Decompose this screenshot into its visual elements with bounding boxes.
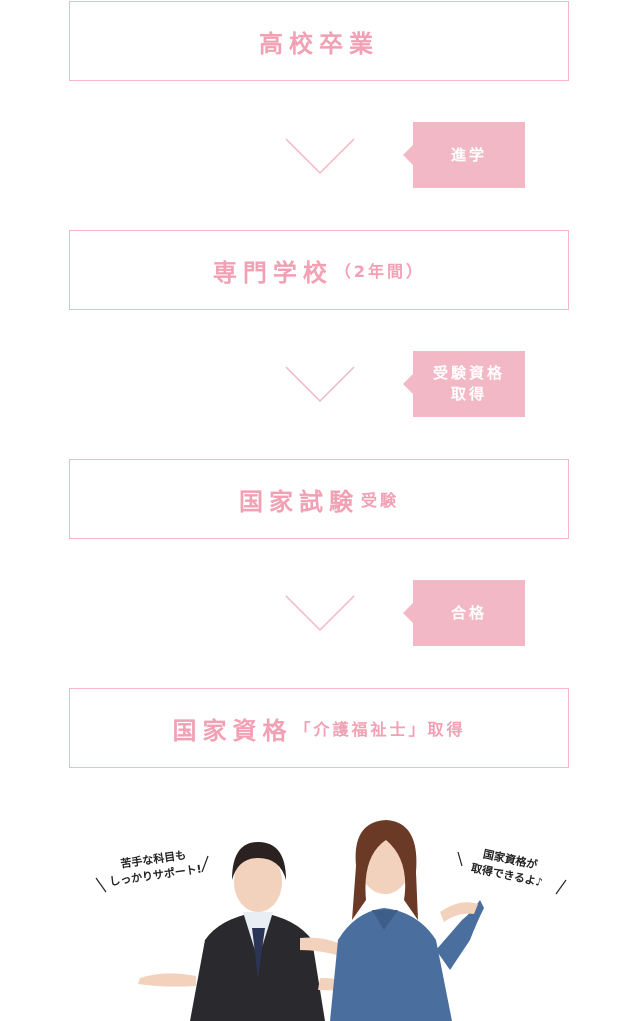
student-right-figure: [330, 820, 484, 1021]
step-title: 国家試験: [238, 487, 359, 516]
step-box-national-qualification: 国家資格 「介護福祉士」取得: [69, 688, 569, 768]
tag-label: 進学: [450, 145, 487, 164]
step-box-high-school: 高校卒業: [69, 1, 569, 81]
tag-label-line1: 受験資格: [432, 364, 505, 382]
tag-exam-qualification: 受験資格 取得: [403, 351, 525, 417]
chevron-down-icon: [285, 595, 355, 632]
step-subtitle: 受験: [360, 491, 399, 510]
step-box-vocational-school: 専門学校 （2年間）: [69, 230, 569, 310]
step-subtitle: （2年間）: [334, 262, 426, 281]
step-title: 専門学校: [212, 258, 333, 287]
step-subtitle: 「介護福祉士」取得: [294, 720, 466, 739]
step-title: 国家資格: [172, 716, 293, 745]
tag-advance: 進学: [403, 122, 525, 188]
students-photo: [95, 820, 567, 1021]
tag-pass: 合格: [403, 580, 525, 646]
chevron-down-icon: [285, 366, 355, 403]
step-box-national-exam: 国家試験 受験: [69, 459, 569, 539]
tag-label: 合格: [450, 603, 487, 622]
tag-label-line2: 取得: [450, 385, 487, 403]
chevron-down-icon: [285, 138, 355, 175]
step-title: 高校卒業: [259, 29, 379, 58]
